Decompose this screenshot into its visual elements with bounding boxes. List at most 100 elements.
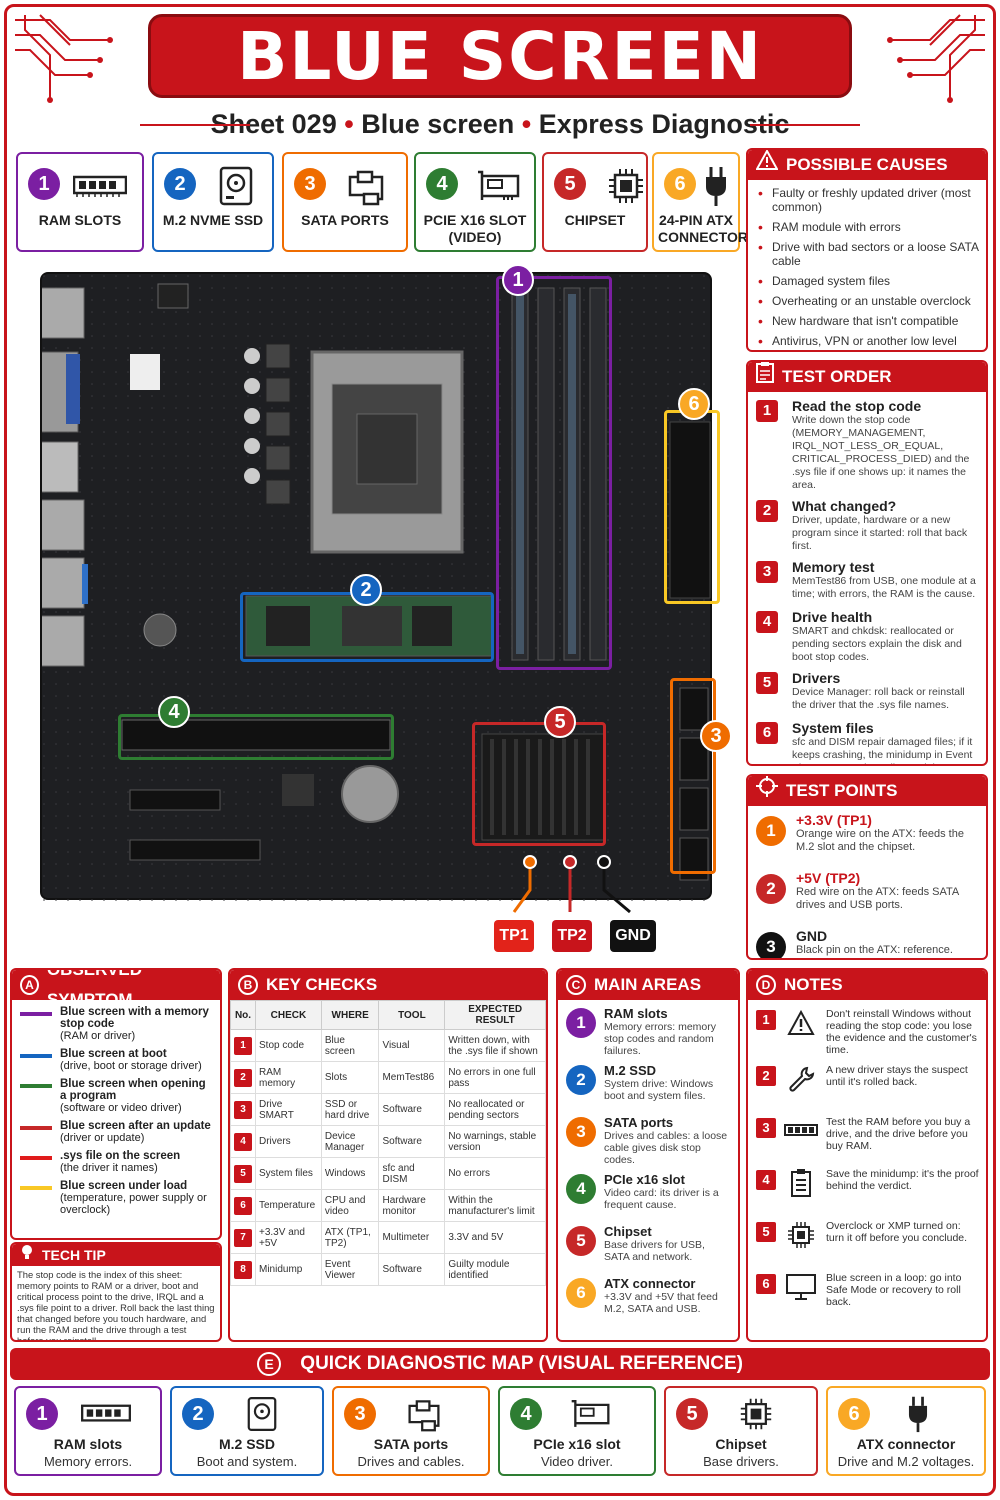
callout-3: 3 <box>700 720 732 752</box>
step-number: 1 <box>756 400 778 422</box>
quick-map-card-ssd: 2 M.2 SSD Boot and system. <box>170 1386 324 1476</box>
monitor-icon <box>784 1272 818 1302</box>
quick-map-card-pcie: 4 PCIe x16 slot Video driver. <box>498 1386 656 1476</box>
table-cell: Temperature <box>255 1189 322 1222</box>
step-number: 2 <box>756 500 778 522</box>
symptom-item: Blue screen at boot(drive, boot or stora… <box>20 1048 214 1072</box>
possible-causes-panel: POSSIBLE CAUSES Faulty or freshly update… <box>746 148 988 352</box>
quick-map-detail: Memory errors. <box>43 1454 133 1469</box>
area-detail: Memory errors: memory stop codes and ran… <box>604 1021 717 1057</box>
step-detail: MemTest86 from USB, one module at a time… <box>792 575 976 600</box>
symptom-title: Blue screen after an update <box>60 1120 211 1132</box>
step-detail: sfc and DISM repair damaged files; if it… <box>792 736 973 764</box>
section-letter: E <box>257 1352 282 1376</box>
step-title: Drivers <box>792 670 841 686</box>
row-number: 5 <box>230 1157 256 1190</box>
cause-item: Damaged system files <box>758 274 986 288</box>
quick-map-detail: Drive and M.2 voltages. <box>837 1454 975 1469</box>
area-detail: +3.3V and +5V that feed M.2, SATA and US… <box>604 1291 718 1315</box>
row-number-badge: 3 <box>234 1100 252 1119</box>
quick-map-title: Chipset <box>715 1436 767 1452</box>
column-header: TOOL <box>378 1000 446 1030</box>
color-key <box>20 1054 52 1058</box>
cause-item: Drive with bad sectors or a loose SATA c… <box>758 240 986 268</box>
test-point-title: +3.3V (TP1) <box>796 812 872 828</box>
row-number-badge: 4 <box>234 1132 252 1151</box>
component-card-atx: 6 24-PIN ATX CONNECTOR <box>652 152 748 252</box>
section-letter: A <box>20 975 39 995</box>
ram-icon <box>70 164 130 208</box>
table-cell: No reallocated or pending sectors <box>444 1093 546 1126</box>
symptom-detail: (RAM or driver) <box>60 1030 136 1042</box>
row-number-badge: 1 <box>234 1036 252 1055</box>
component-card-ram: 1 RAM SLOTS <box>16 152 144 252</box>
callout-6: 6 <box>678 388 710 420</box>
test-point-detail: Red wire on the ATX: feeds SATA drives a… <box>796 886 959 911</box>
component-label: M.2 NVME SSD <box>162 212 264 228</box>
quick-map-title: ATX connector <box>856 1436 956 1452</box>
tp1-label: TP1 <box>494 920 534 952</box>
quick-map-detail: Base drivers. <box>703 1454 779 1469</box>
symptom-detail: (drive, boot or storage driver) <box>60 1060 202 1072</box>
table-cell: Software <box>378 1093 446 1126</box>
row-number-badge: 8 <box>234 1260 252 1279</box>
clipboard-icon <box>756 362 774 393</box>
test-points-panel: TEST POINTS 1+3.3V (TP1)Orange wire on t… <box>746 774 988 960</box>
table-cell: Drivers <box>255 1125 322 1158</box>
symptom-item: Blue screen with a memory stop code(RAM … <box>20 1006 214 1042</box>
badge-1: 1 <box>28 168 60 200</box>
table-cell: SSD or hard drive <box>320 1093 380 1126</box>
wrench-icon <box>784 1064 818 1094</box>
table-cell: MemTest86 <box>378 1061 446 1094</box>
test-point-title: +5V (TP2) <box>796 870 861 886</box>
area-detail: Base drivers for USB, SATA and network. <box>604 1239 705 1263</box>
row-number: 3 <box>230 1093 256 1126</box>
table-cell: Event Viewer <box>320 1253 380 1286</box>
component-card-pcie: 4 PCIE X16 SLOT (VIDEO) <box>414 152 536 252</box>
section-letter: B <box>238 975 258 995</box>
column-header: No. <box>230 1000 256 1030</box>
sata-icon <box>394 1394 454 1434</box>
color-key <box>20 1126 52 1130</box>
panel-title: TEST POINTS <box>786 781 898 800</box>
area-title: ATX connector <box>604 1276 696 1291</box>
badge-4: 4 <box>566 1174 596 1204</box>
subtitle-topic: Blue screen <box>361 109 515 139</box>
cause-item: Overheating or an unstable overclock <box>758 294 986 308</box>
table-cell: sfc and DISM <box>378 1157 446 1190</box>
test-point-leads <box>512 855 631 914</box>
table-cell: No errors <box>444 1157 546 1190</box>
symptom-item: .sys file on the screen(the driver it na… <box>20 1150 214 1174</box>
callout-1: 1 <box>502 264 534 296</box>
row-number-badge: 5 <box>234 1164 252 1183</box>
badge-3: 3 <box>566 1117 596 1147</box>
badge-2: 2 <box>182 1398 214 1430</box>
area-title: Chipset <box>604 1224 652 1239</box>
page-subtitle: Sheet 029 • Blue screen • Express Diagno… <box>140 104 860 144</box>
row-number: 2 <box>230 1061 256 1094</box>
note-text: A new driver stays the suspect until it'… <box>826 1064 968 1088</box>
test-point-detail: Black pin on the ATX: reference. <box>796 944 953 956</box>
panel-title: NOTES <box>784 975 843 994</box>
table-cell: No warnings, stable version <box>444 1125 546 1158</box>
ssd-icon <box>206 164 266 208</box>
badge-6: 6 <box>838 1398 870 1430</box>
badge-3: 3 <box>756 932 786 958</box>
table-cell: Drive SMART <box>255 1093 322 1126</box>
badge-3: 3 <box>294 168 326 200</box>
